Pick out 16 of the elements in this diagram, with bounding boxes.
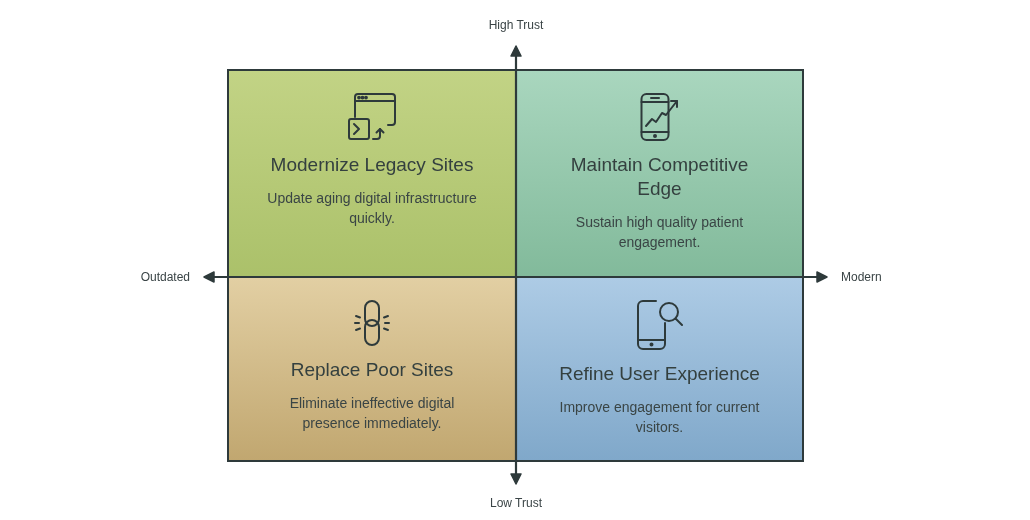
quadrant-title: Modernize Legacy Sites bbox=[270, 153, 474, 177]
quadrant-panel bbox=[515, 69, 804, 278]
quadrant-title: Maintain Competitive Edge bbox=[569, 153, 750, 201]
quadrant-description: Update aging digital infrastructure quickly. bbox=[266, 189, 478, 228]
quadrant-description: Eliminate ineffective digital presence immediately. bbox=[288, 394, 456, 433]
quadrant-description: Sustain high quality patient engagement. bbox=[574, 213, 745, 252]
axis-label: Modern bbox=[841, 270, 882, 284]
quadrant-description: Improve engagement for current visitors. bbox=[558, 398, 761, 437]
axis-label: Low Trust bbox=[490, 496, 542, 510]
axis-label: High Trust bbox=[488, 18, 544, 32]
quadrant-panel bbox=[515, 276, 804, 462]
quadrant-title: Refine User Experience bbox=[559, 362, 760, 386]
quadrant-title: Replace Poor Sites bbox=[290, 358, 454, 382]
quadrant-panel bbox=[227, 69, 517, 278]
quadrant-panel bbox=[227, 276, 517, 462]
axis-label: Outdated bbox=[140, 270, 190, 284]
